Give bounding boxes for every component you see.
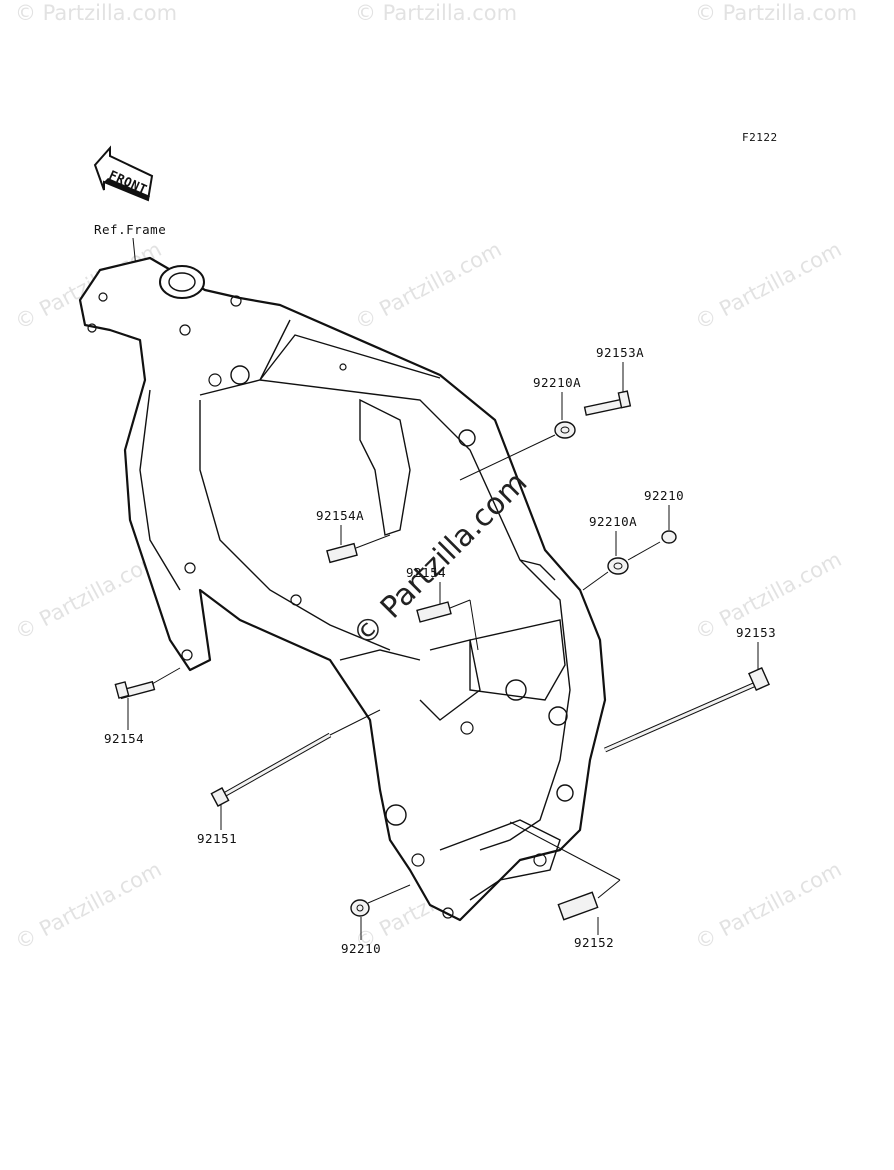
part-label: 92210A	[533, 375, 581, 390]
watermark: © Partzilla.com	[691, 857, 845, 954]
front-arrow-icon: FRONT	[93, 145, 154, 202]
part-92154-center[interactable]	[416, 601, 452, 623]
part-label: 92210	[341, 941, 381, 956]
watermark: © Partzilla.com	[691, 237, 845, 334]
part-92210-bottom[interactable]	[350, 899, 370, 917]
watermark: © Partzilla.com	[355, 1, 517, 25]
part-label: 92210	[644, 488, 684, 503]
part-label: 92210A	[589, 514, 637, 529]
frame-drawing	[78, 256, 607, 922]
part-label: 92153	[736, 625, 776, 640]
parts-layer: 92153A 92210A 92154A 92210 92210A	[104, 345, 776, 956]
part-92153a[interactable]	[583, 390, 632, 416]
part-92152[interactable]	[557, 891, 599, 921]
part-label: 92154	[406, 565, 446, 580]
part-label: 92153A	[596, 345, 644, 360]
part-92153[interactable]	[603, 667, 770, 753]
watermark: © Partzilla.com	[11, 547, 165, 644]
part-label: 92152	[574, 935, 614, 950]
ref-frame-label: Ref.Frame	[94, 222, 166, 237]
part-92210-right[interactable]	[661, 530, 677, 544]
part-label: 92154	[104, 731, 144, 746]
part-label: 92154A	[316, 508, 364, 523]
part-92210a-top[interactable]	[554, 421, 576, 439]
watermark: © Partzilla.com	[11, 857, 165, 954]
part-92154-left[interactable]	[114, 680, 156, 700]
part-label: 92151	[197, 831, 237, 846]
part-92151[interactable]	[210, 732, 332, 807]
part-92210a-mid[interactable]	[607, 557, 629, 575]
part-92154a[interactable]	[326, 542, 358, 564]
watermark: © Partzilla.com	[15, 1, 177, 25]
diagram-code: F2122	[742, 131, 778, 144]
watermark: © Partzilla.com	[351, 237, 505, 334]
watermark: © Partzilla.com	[695, 1, 857, 25]
